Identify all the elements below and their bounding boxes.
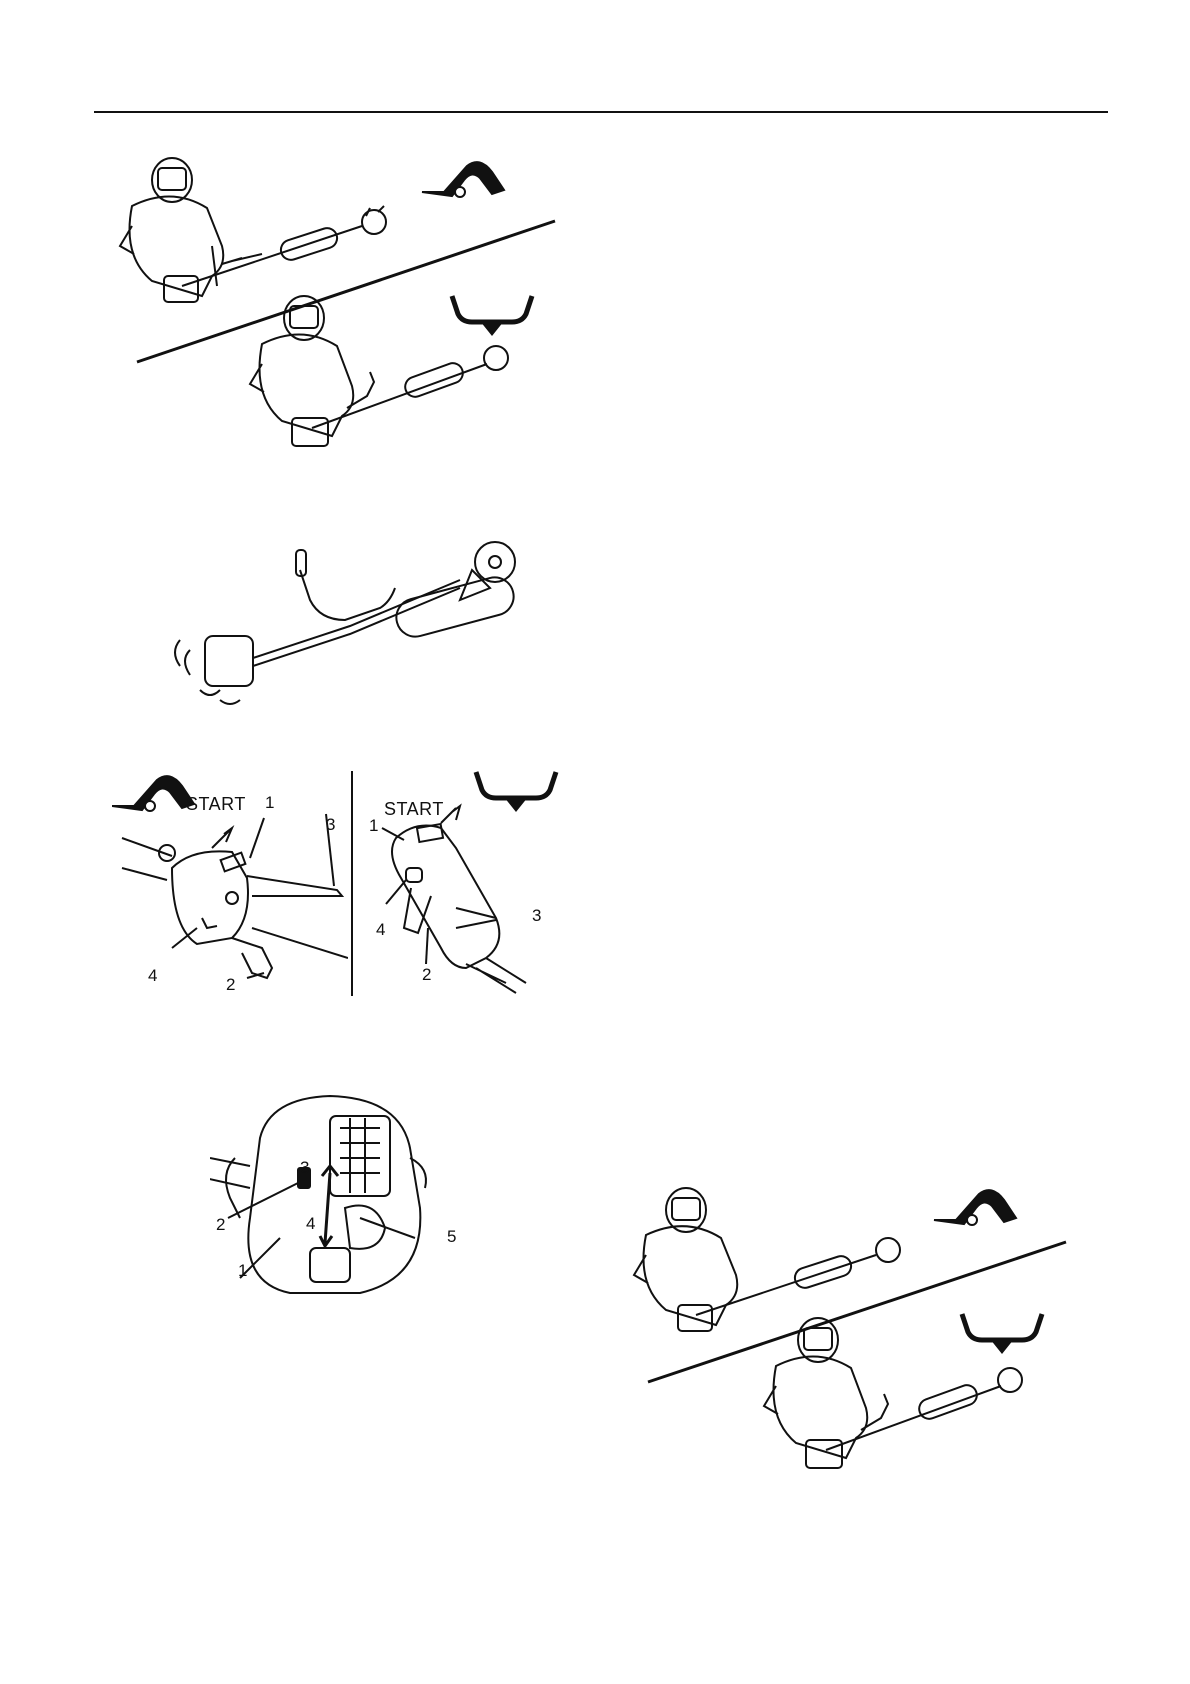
callout-left-1: 1 — [265, 794, 274, 811]
callout-engine-2: 2 — [216, 1216, 225, 1233]
operator-stance-illustration-bottom — [626, 1180, 1072, 1500]
start-label-left: START — [186, 794, 246, 815]
callout-engine-5: 5 — [447, 1228, 456, 1245]
operator-stance-illustration — [112, 146, 562, 491]
figure-trimmer-on-log — [160, 540, 550, 718]
callout-left-4: 4 — [148, 967, 157, 984]
callout-left-3: 3 — [326, 816, 335, 833]
figure-operator-stance-bottom — [626, 1180, 1072, 1500]
figure-divider — [351, 771, 353, 996]
loop-handle-icon — [934, 1190, 1016, 1225]
callout-right-3: 3 — [532, 907, 541, 924]
start-label-right: START — [384, 799, 444, 820]
callout-right-2: 2 — [422, 966, 431, 983]
figure-operator-stance-top — [112, 146, 562, 491]
trimmer-resting-illustration — [160, 540, 550, 718]
callout-engine-4: 4 — [306, 1215, 315, 1232]
bike-handle-icon — [452, 296, 532, 332]
bike-handle-icon — [476, 772, 556, 808]
callout-right-1: 1 — [369, 817, 378, 834]
loop-handle-icon — [422, 162, 504, 197]
loop-handle-icon — [112, 776, 194, 811]
callout-left-2: 2 — [226, 976, 235, 993]
header-rule — [94, 111, 1108, 113]
callout-engine-1: 1 — [238, 1262, 247, 1279]
callout-engine-3: 3 — [300, 1159, 309, 1176]
callout-right-4: 4 — [376, 921, 385, 938]
bike-handle-icon — [962, 1314, 1042, 1350]
